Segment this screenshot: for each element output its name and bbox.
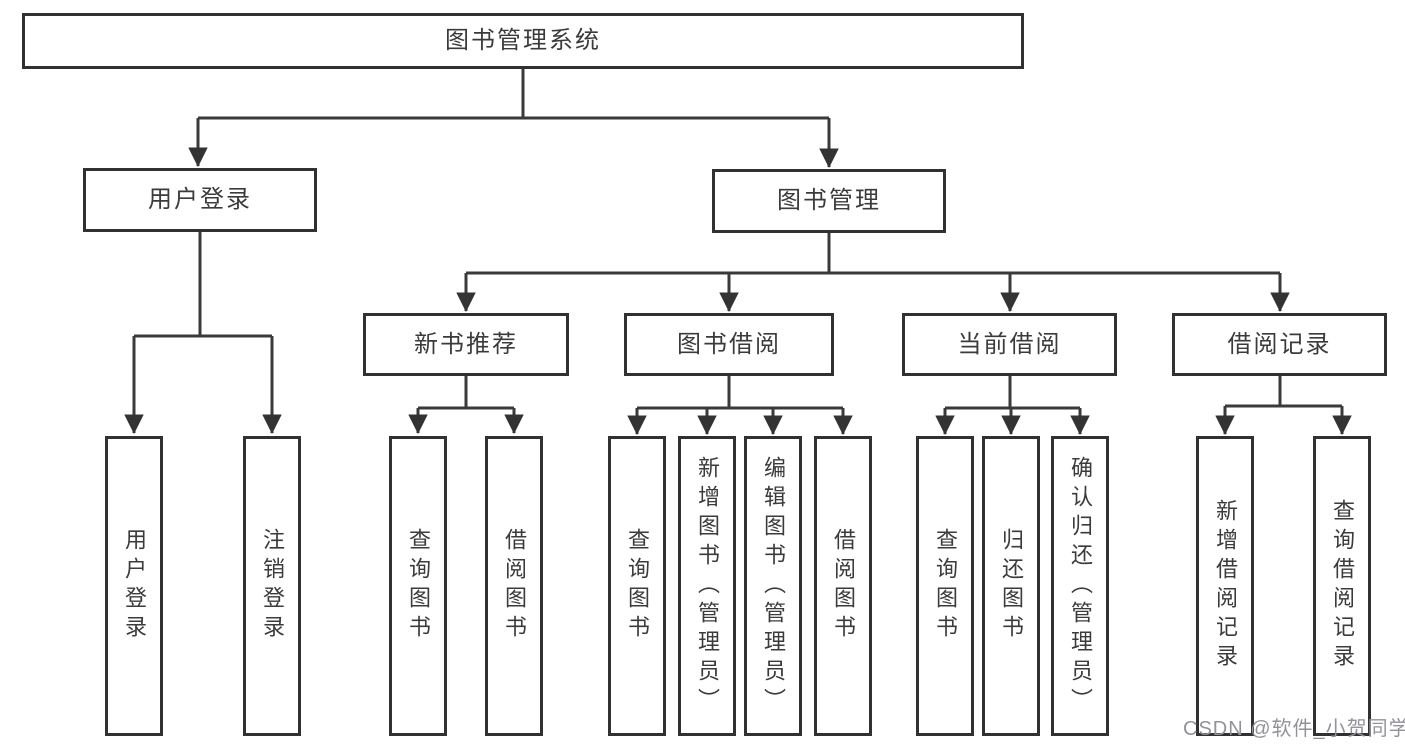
- leaf-logout: 注销登录: [243, 436, 301, 736]
- node-label: 编辑图书（管理员）: [761, 455, 786, 717]
- leaf-query-borrow-record: 查询借阅记录: [1313, 436, 1371, 736]
- leaf-query-books-borrow: 查询图书: [608, 436, 666, 736]
- node-user-login: 用户登录: [83, 168, 317, 232]
- node-label: 图书管理系统: [445, 27, 601, 54]
- node-library-system: 图书管理系统: [22, 13, 1024, 69]
- node-label: 借阅记录: [1227, 330, 1332, 358]
- leaf-add-borrow-record: 新增借阅记录: [1196, 436, 1254, 736]
- node-label: 注销登录: [260, 528, 285, 644]
- node-new-book-recommend: 新书推荐: [363, 313, 569, 376]
- leaf-user-login: 用户登录: [105, 436, 163, 736]
- leaf-borrow-books-recommend: 借阅图书: [485, 436, 543, 736]
- node-label: 查询借阅记录: [1330, 499, 1355, 673]
- leaf-query-books-recommend: 查询图书: [389, 436, 447, 736]
- watermark-text: CSDN @软件_小贺同学: [1183, 718, 1405, 740]
- node-label: 当前借阅: [957, 330, 1062, 358]
- leaf-borrow-books: 借阅图书: [814, 436, 872, 736]
- node-label: 查询图书: [933, 528, 958, 644]
- leaf-query-books-current: 查询图书: [916, 436, 974, 736]
- node-label: 用户登录: [122, 528, 147, 644]
- node-label: 归还图书: [999, 528, 1024, 644]
- leaf-return-book: 归还图书: [982, 436, 1040, 736]
- node-borrowing-records: 借阅记录: [1172, 313, 1387, 376]
- node-book-management: 图书管理: [712, 169, 946, 233]
- leaf-edit-book-admin: 编辑图书（管理员）: [744, 436, 802, 736]
- leaf-confirm-return-admin: 确认归还（管理员）: [1051, 436, 1109, 736]
- node-label: 借阅图书: [831, 528, 856, 644]
- node-current-borrowing: 当前借阅: [902, 313, 1117, 376]
- node-book-borrowing: 图书借阅: [624, 313, 834, 376]
- node-label: 借阅图书: [502, 528, 527, 644]
- node-label: 新增图书（管理员）: [695, 455, 720, 717]
- node-label: 查询图书: [625, 528, 650, 644]
- node-label: 新增借阅记录: [1213, 499, 1238, 673]
- node-label: 新书推荐: [414, 330, 518, 358]
- leaf-add-book-admin: 新增图书（管理员）: [678, 436, 736, 736]
- node-label: 确认归还（管理员）: [1068, 455, 1093, 717]
- node-label: 查询图书: [406, 528, 431, 644]
- node-label: 用户登录: [148, 186, 252, 213]
- node-label: 图书借阅: [677, 330, 781, 358]
- node-label: 图书管理: [777, 187, 881, 214]
